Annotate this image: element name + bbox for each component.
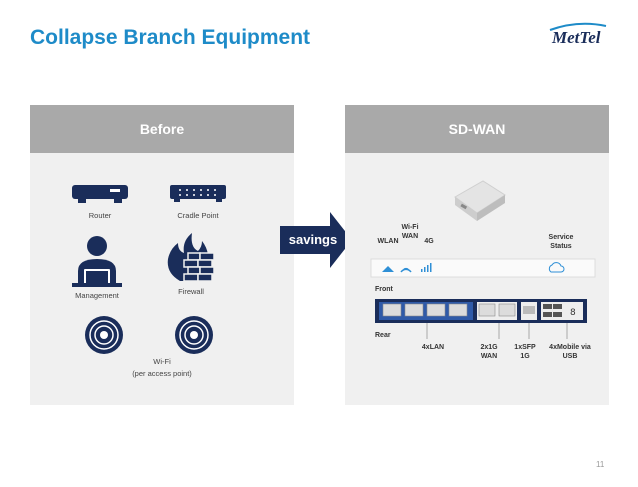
4g-label: 4G — [424, 238, 434, 245]
2x1g-wan-label-line2: WAN — [480, 353, 498, 360]
mobile-usb-label-line2: USB — [562, 353, 578, 360]
wifi-wan-label-line2: WAN — [401, 233, 419, 240]
sdwan-header: SD-WAN — [345, 105, 609, 153]
before-panel: Before Router Cradle Point Management — [30, 105, 294, 405]
rear-label: Rear — [375, 332, 391, 339]
management-user-icon — [72, 236, 122, 287]
mobile-usb-label-line1: 4xMobile via — [549, 344, 591, 351]
sfp-label-line2: 1G — [520, 353, 530, 360]
4xlan-label: 4xLAN — [421, 344, 445, 351]
sdwan-panel: SD-WAN WLAN Wi-Fi WAN 4G Service Status … — [345, 105, 609, 405]
2x1g-wan-label-line1: 2x1G — [480, 344, 498, 351]
svg-text:8: 8 — [570, 308, 576, 318]
access-point-icon — [175, 316, 213, 354]
device-front-panel — [370, 258, 596, 278]
service-status-label-line2: Status — [550, 243, 572, 250]
mettel-logo: MetTel — [548, 22, 610, 50]
management-label: Management — [75, 291, 119, 300]
firewall-icon — [167, 233, 215, 282]
logo-swoosh-icon — [549, 22, 607, 31]
service-status-label-line1: Service — [548, 234, 574, 241]
front-label: Front — [375, 286, 393, 293]
cradlepoint-icon — [170, 185, 226, 202]
page-number: 11 — [596, 460, 605, 469]
logo-text: MetTel — [552, 28, 601, 47]
savings-label: savings — [288, 232, 338, 247]
access-point-icon — [85, 316, 123, 354]
firewall-label: Firewall — [178, 287, 204, 296]
device-rear-panel: 8 — [375, 299, 587, 323]
wifi-sublabel: (per access point) — [132, 369, 192, 378]
wlan-label: WLAN — [377, 238, 399, 245]
before-header: Before — [30, 105, 294, 153]
sdwan-device-icon — [454, 180, 506, 221]
wifi-label: Wi-Fi — [153, 357, 171, 366]
savings-arrow-icon — [280, 212, 352, 268]
router-label: Router — [88, 211, 112, 220]
sfp-label-line1: 1xSFP — [514, 344, 536, 351]
callout-lines — [426, 323, 568, 339]
page-title: Collapse Branch Equipment — [30, 26, 311, 49]
cradlepoint-label: Cradle Point — [177, 211, 219, 220]
wifi-wan-label-line1: Wi-Fi — [401, 224, 419, 231]
router-icon — [72, 185, 128, 203]
